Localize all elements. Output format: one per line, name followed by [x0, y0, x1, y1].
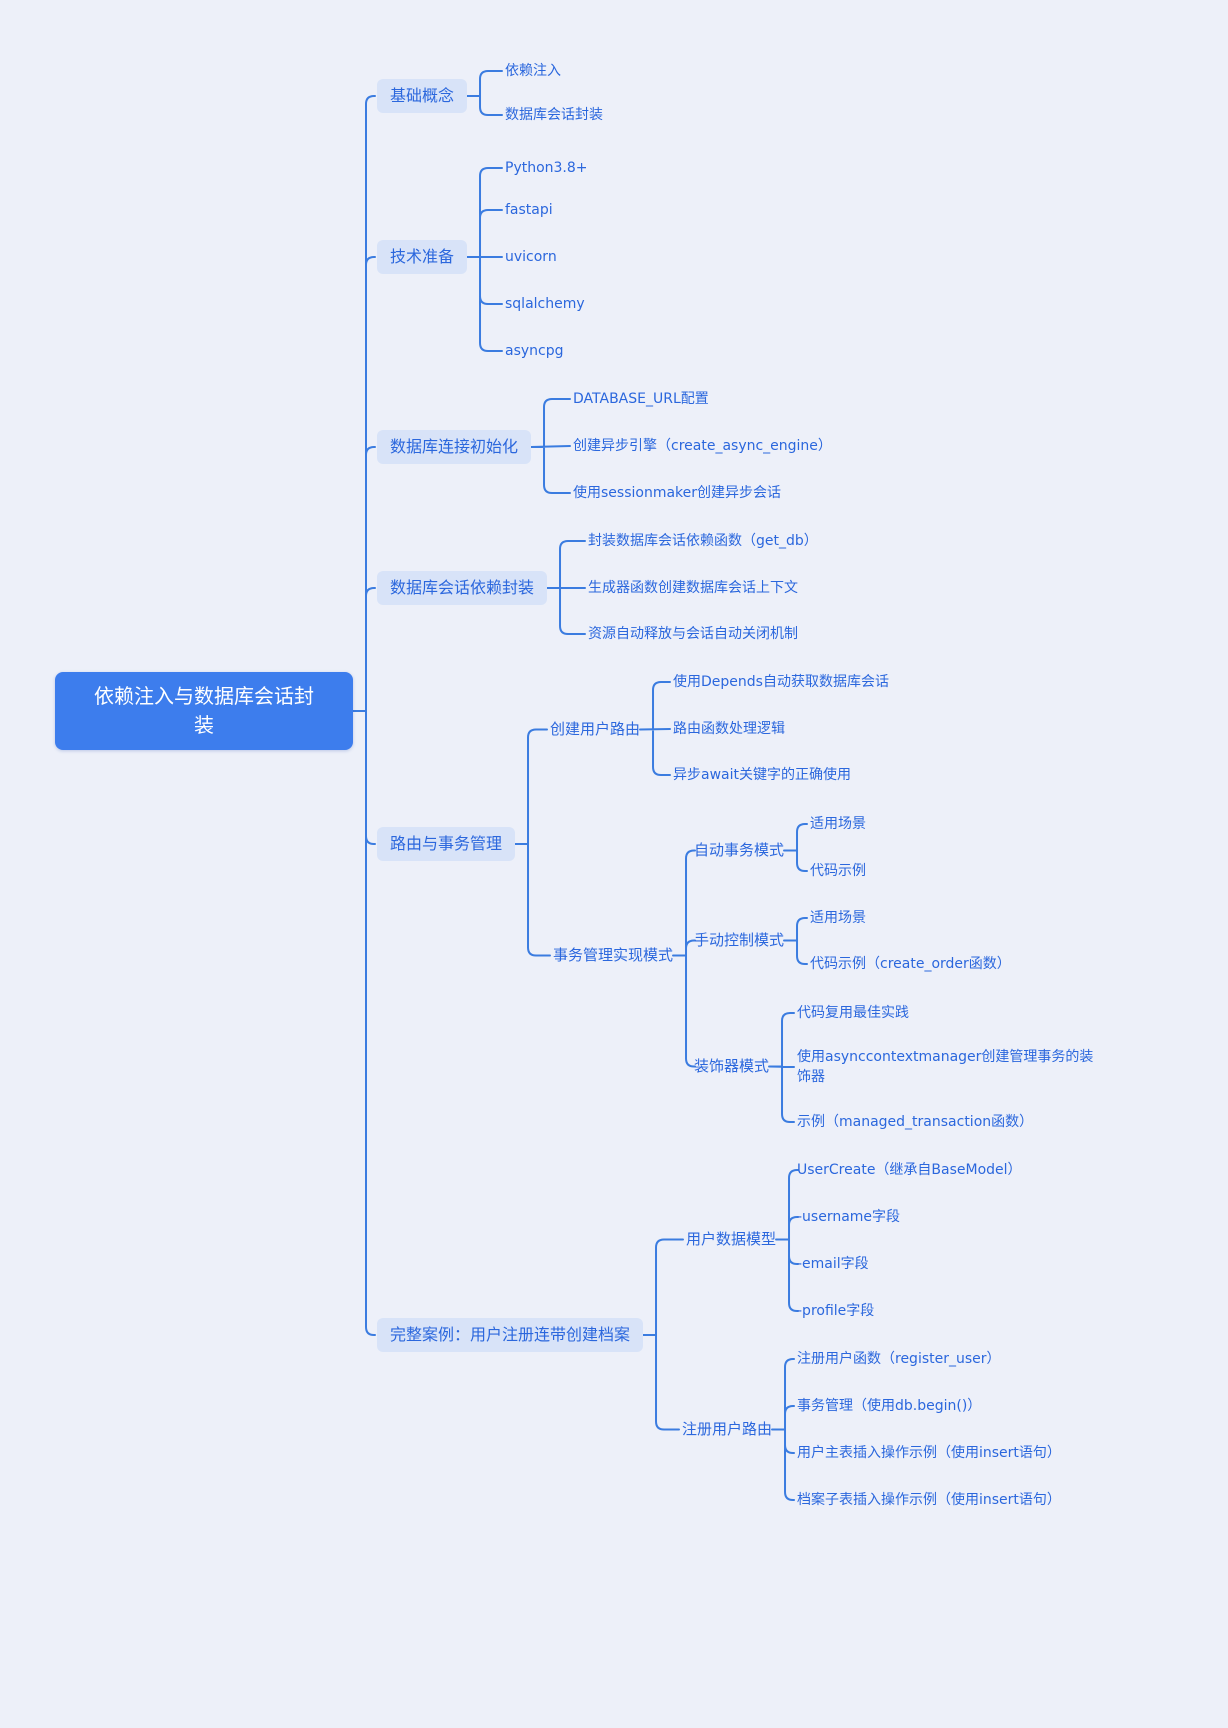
- branch-routing-transactions[interactable]: 路由与事务管理: [377, 827, 516, 861]
- topic-create-order-example[interactable]: 代码示例（create_order函数）: [810, 956, 1011, 972]
- topic-auto-use-case[interactable]: 适用场景: [810, 816, 866, 832]
- topic-depends-get-session[interactable]: 使用Depends自动获取数据库会话: [673, 674, 889, 690]
- topic-decorator-mode[interactable]: 装饰器模式: [694, 1057, 770, 1075]
- branch-db-connection-init[interactable]: 数据库连接初始化: [377, 430, 532, 464]
- topic-usercreate-basemodel[interactable]: UserCreate（继承自BaseModel）: [797, 1162, 1022, 1178]
- topic-create-async-engine[interactable]: 创建异步引擎（create_async_engine）: [573, 438, 832, 454]
- topic-async-await-usage[interactable]: 异步await关键字的正确使用: [673, 767, 851, 783]
- root-topic[interactable]: 依赖注入与数据库会话封装: [55, 672, 353, 750]
- topic-python[interactable]: Python3.8+: [505, 160, 588, 176]
- topic-transaction-patterns[interactable]: 事务管理实现模式: [553, 946, 674, 964]
- topic-user-data-model[interactable]: 用户数据模型: [686, 1230, 777, 1248]
- topic-managed-transaction-example[interactable]: 示例（managed_transaction函数）: [797, 1114, 1034, 1130]
- topic-generator-session-context[interactable]: 生成器函数创建数据库会话上下文: [588, 580, 798, 596]
- topic-database-url-config[interactable]: DATABASE_URL配置: [573, 391, 709, 407]
- topic-auto-code-example[interactable]: 代码示例: [810, 863, 866, 879]
- topic-register-user-route[interactable]: 注册用户路由: [682, 1420, 773, 1438]
- topic-auto-release-close[interactable]: 资源自动释放与会话自动关闭机制: [588, 626, 798, 642]
- topic-db-begin-transaction[interactable]: 事务管理（使用db.begin()）: [797, 1398, 982, 1414]
- topic-dependency-injection[interactable]: 依赖注入: [505, 63, 561, 79]
- topic-create-user-route[interactable]: 创建用户路由: [550, 720, 641, 738]
- topic-manual-use-case[interactable]: 适用场景: [810, 910, 866, 926]
- branch-basic-concepts[interactable]: 基础概念: [377, 79, 468, 113]
- topic-register-user-function[interactable]: 注册用户函数（register_user）: [797, 1351, 1001, 1367]
- topic-email-field[interactable]: -email字段: [797, 1256, 869, 1272]
- topic-db-session-encapsulation[interactable]: 数据库会话封装: [505, 107, 603, 123]
- topic-sessionmaker-async-session[interactable]: 使用sessionmaker创建异步会话: [573, 485, 782, 501]
- topic-get-db-function[interactable]: 封装数据库会话依赖函数（get_db）: [588, 533, 818, 549]
- topic-route-handler-logic[interactable]: 路由函数处理逻辑: [673, 721, 785, 737]
- topic-asynccontextmanager-decorator[interactable]: 使用asynccontextmanager创建管理事务的装饰器: [797, 1049, 1094, 1085]
- topic-fastapi[interactable]: fastapi: [505, 202, 553, 218]
- topic-username-field[interactable]: -username字段: [797, 1209, 901, 1225]
- branch-db-session-dependency[interactable]: 数据库会话依赖封装: [377, 571, 548, 605]
- topic-sqlalchemy[interactable]: sqlalchemy: [505, 296, 585, 312]
- topic-manual-control-mode[interactable]: 手动控制模式: [694, 931, 785, 949]
- topic-user-table-insert[interactable]: 用户主表插入操作示例（使用insert语句）: [797, 1445, 1061, 1461]
- topic-asyncpg[interactable]: asyncpg: [505, 343, 564, 359]
- branch-complete-case[interactable]: 完整案例：用户注册连带创建档案: [377, 1318, 644, 1352]
- topic-profile-field[interactable]: -profile字段: [797, 1303, 875, 1319]
- topic-auto-transaction-mode[interactable]: 自动事务模式: [694, 841, 785, 859]
- topic-profile-table-insert[interactable]: 档案子表插入操作示例（使用insert语句）: [797, 1492, 1061, 1508]
- topic-code-reuse-best-practice[interactable]: 代码复用最佳实践: [797, 1005, 909, 1021]
- topic-uvicorn[interactable]: uvicorn: [505, 249, 557, 265]
- branch-tech-preparation[interactable]: 技术准备: [377, 240, 468, 274]
